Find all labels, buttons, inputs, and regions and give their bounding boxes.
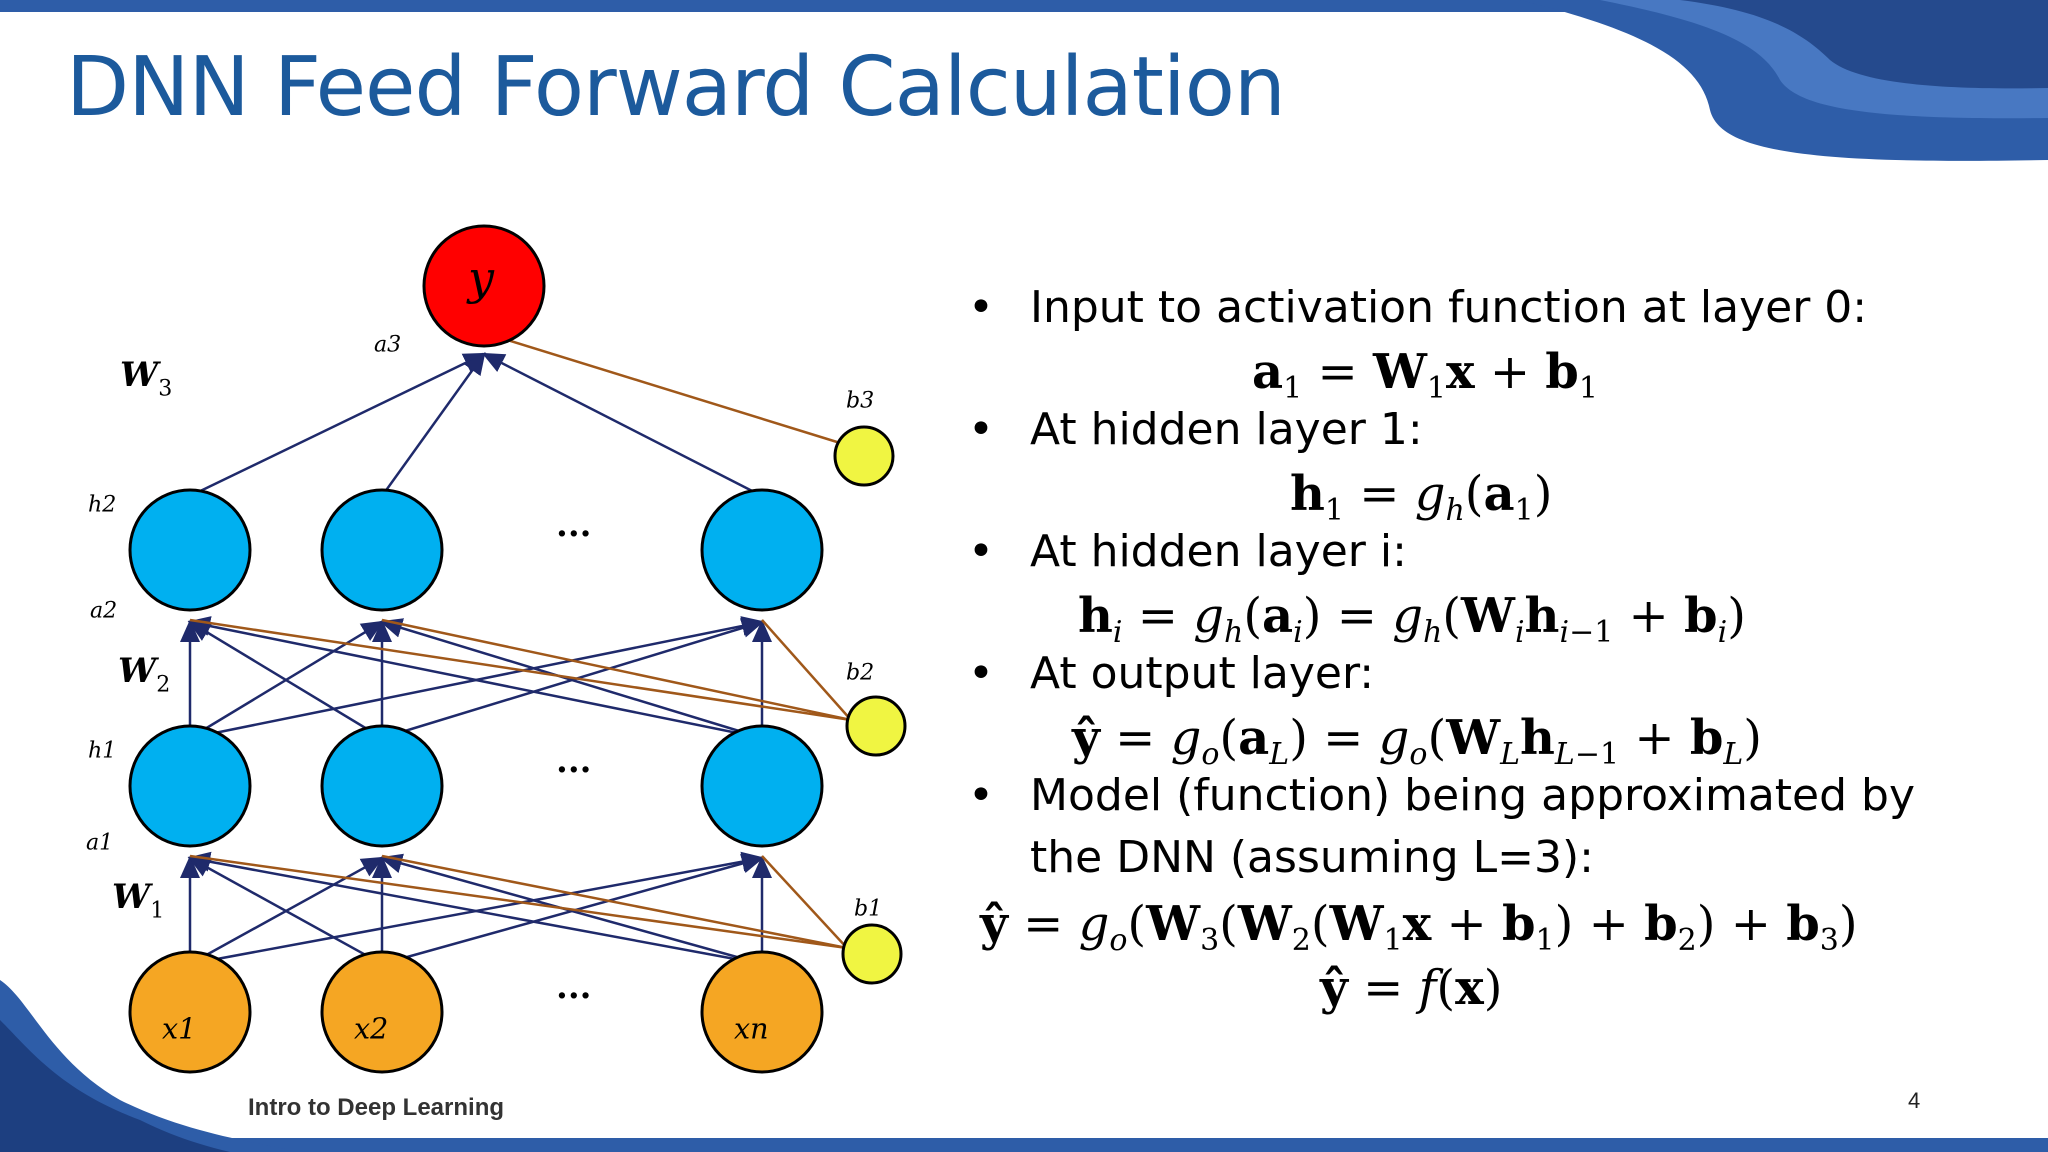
output-label: y [466,251,495,305]
bullet-item: •Input to activation function at layer 0… [968,282,1868,333]
equation-5: ŷ = go(W3(W2(W1x + b1) + b2) + b3) [980,896,1858,958]
label-b2: b2 [846,660,874,686]
bias-edge [761,619,852,721]
hidden-node-layer-1 [700,724,824,848]
label-W2: W2 [118,651,170,698]
weight-edge [380,351,486,497]
weight-edge [189,352,487,498]
label-W3: W3 [120,355,172,402]
hidden-node-layer-1 [320,724,444,848]
bias-node-b1 [841,923,903,985]
bias-edge [189,618,852,722]
label-b1: b1 [854,896,882,922]
bullet-item: •At hidden layer 1: [968,404,1423,455]
bullet-item: •At hidden layer i: [968,526,1407,577]
label-a1: a1 [86,830,113,856]
input-label: x1 [162,1011,196,1045]
weight-edge [187,620,383,740]
label-b3: b3 [846,388,874,414]
input-label: x2 [354,1011,388,1045]
weight-edge [187,616,763,740]
input-node [700,950,824,1074]
ellipsis: ... [556,967,592,1007]
bias-node-b3 [833,425,895,487]
label-a3: a3 [374,332,401,358]
bias-node-b2 [845,695,907,757]
input-node [320,950,444,1074]
edges [180,332,852,966]
bias-edge [381,618,852,722]
bottom-band [0,1138,2048,1152]
equation-3: hi = gh(ai) = gh(Wihi−1 + bi) [1078,588,1746,650]
hidden-node-layer-2 [320,488,444,612]
hidden-node-layer-2 [700,488,824,612]
footer-text: Intro to Deep Learning [248,1094,505,1121]
output-node [422,224,546,348]
bottom-left-swoosh-dark [0,1020,230,1152]
page-number: 4 [1908,1088,1921,1113]
ellipsis: ... [556,741,592,781]
bias-edge [189,854,848,950]
bias-edge [487,332,838,444]
label-W1: W1 [112,877,164,924]
weight-edge [379,618,763,740]
input-label: xn [734,1011,769,1045]
equation-6: ŷ = f(x) [1320,960,1503,1016]
nodes [128,224,907,1074]
bullet-text: At output layer: [1030,648,1375,699]
weight-edge [187,856,383,966]
top-right-swoosh-dark [1680,0,2048,89]
bullet-item: •Model (function) being approximated by [968,770,1915,821]
bullet-text: Model (function) being approximated by [1030,770,1915,821]
hidden-node-layer-1 [128,724,252,848]
equation-4: ŷ = go(aL) = go(WLhL−1 + bL) [1072,710,1763,772]
bias-edge [761,855,848,949]
weight-edge [379,853,763,966]
bullet-text: At hidden layer i: [1030,526,1407,577]
slide-title: DNN Feed Forward Calculation [66,40,1286,135]
equation-1: a1 = W1x + b1 [1252,344,1598,406]
bullet-text: At hidden layer 1: [1030,404,1423,455]
label-h2: h2 [88,492,116,518]
ellipsis: ... [556,505,592,545]
bullet-item: •At output layer: [968,648,1375,699]
equation-2: h1 = gh(a1) [1290,466,1553,528]
label-a2: a2 [90,598,117,624]
weight-edge [481,352,763,498]
label-h1: h1 [88,738,116,764]
weight-edge [187,851,763,966]
input-node [128,950,252,1074]
bullet-item-continuation: the DNN (assuming L=3): [1030,832,1595,883]
hidden-node-layer-2 [128,488,252,612]
bias-edge [381,854,848,950]
bullet-text: Input to activation function at layer 0: [1030,282,1868,333]
